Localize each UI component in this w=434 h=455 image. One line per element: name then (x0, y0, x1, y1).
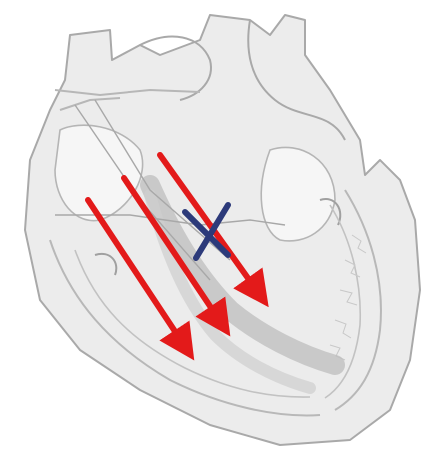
heart-outline (25, 15, 420, 445)
